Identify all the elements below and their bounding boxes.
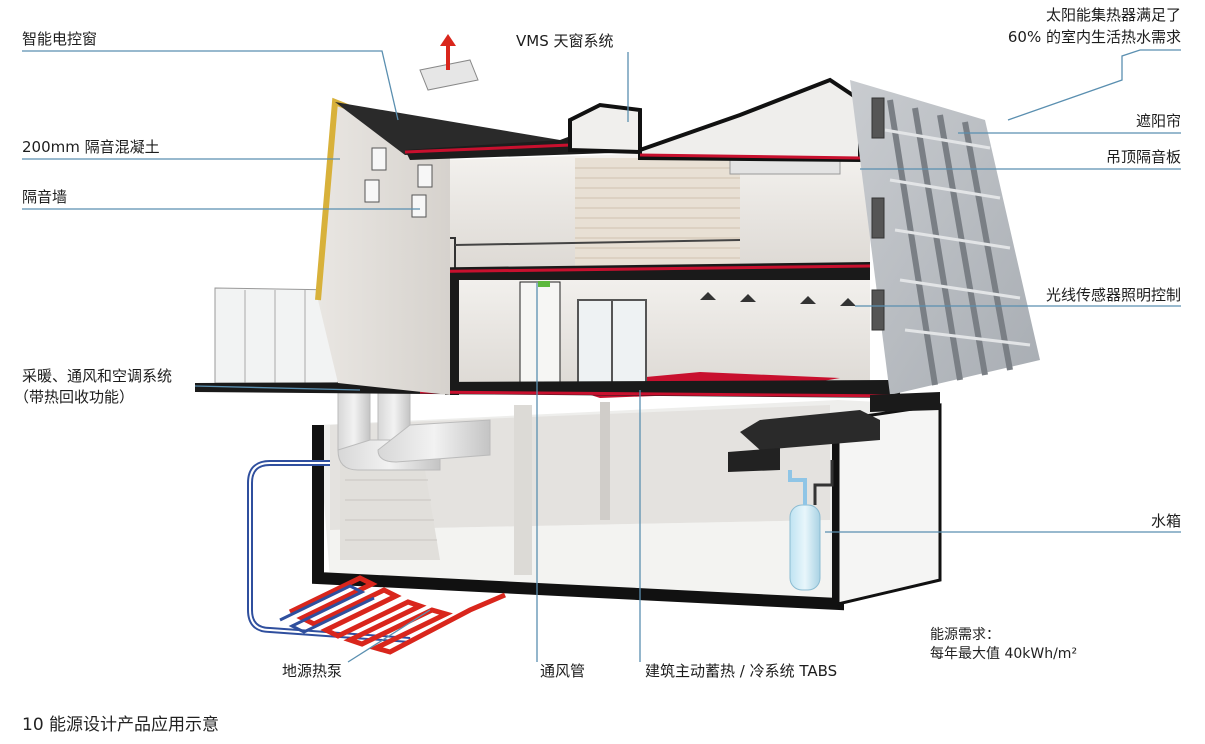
label-ceiling-panel: 吊顶隔音板 <box>1105 148 1181 166</box>
energy-demand-line2: 每年最大值 40kWh/m² <box>930 646 1078 662</box>
energy-demand: 能源需求： 每年最大值 40kWh/m² <box>930 626 1077 664</box>
label-tabs: 建筑主动蓄热 / 冷系统 TABS <box>645 662 838 680</box>
ground-floor <box>195 268 901 398</box>
first-floor <box>394 150 871 287</box>
label-solar-line2: 60% 的室内生活热水需求 <box>1007 28 1181 46</box>
label-water-tank: 水箱 <box>1150 512 1181 530</box>
label-vms: VMS 天窗系统 <box>516 32 614 50</box>
facade-sunshade <box>850 80 1040 412</box>
label-light-sensor: 光线传感器照明控制 <box>1045 286 1181 304</box>
label-hvac-line2: （带热回收功能） <box>14 388 135 406</box>
smart-window-icon <box>419 34 479 91</box>
ground-heat-pump-pipes <box>247 460 506 655</box>
label-sunshade: 遮阳帘 <box>1135 112 1181 130</box>
leader-lines <box>22 49 1181 663</box>
figure-caption: 10 能源设计产品应用示意 <box>22 715 220 735</box>
energy-demand-line1: 能源需求： <box>930 627 1000 643</box>
label-ground-pump: 地源热泵 <box>282 662 343 680</box>
label-hvac-line1: 采暖、通风和空调系统 <box>22 367 173 385</box>
label-sound-wall: 隔音墙 <box>22 188 68 206</box>
water-tank <box>788 460 834 591</box>
roof-shell <box>315 77 862 395</box>
label-smart-window: 智能电控窗 <box>22 30 98 48</box>
label-vent-pipe: 通风管 <box>540 662 586 680</box>
label-solar-line1: 太阳能集热器满足了 <box>1045 6 1181 24</box>
label-concrete: 200mm 隔音混凝土 <box>22 138 160 156</box>
